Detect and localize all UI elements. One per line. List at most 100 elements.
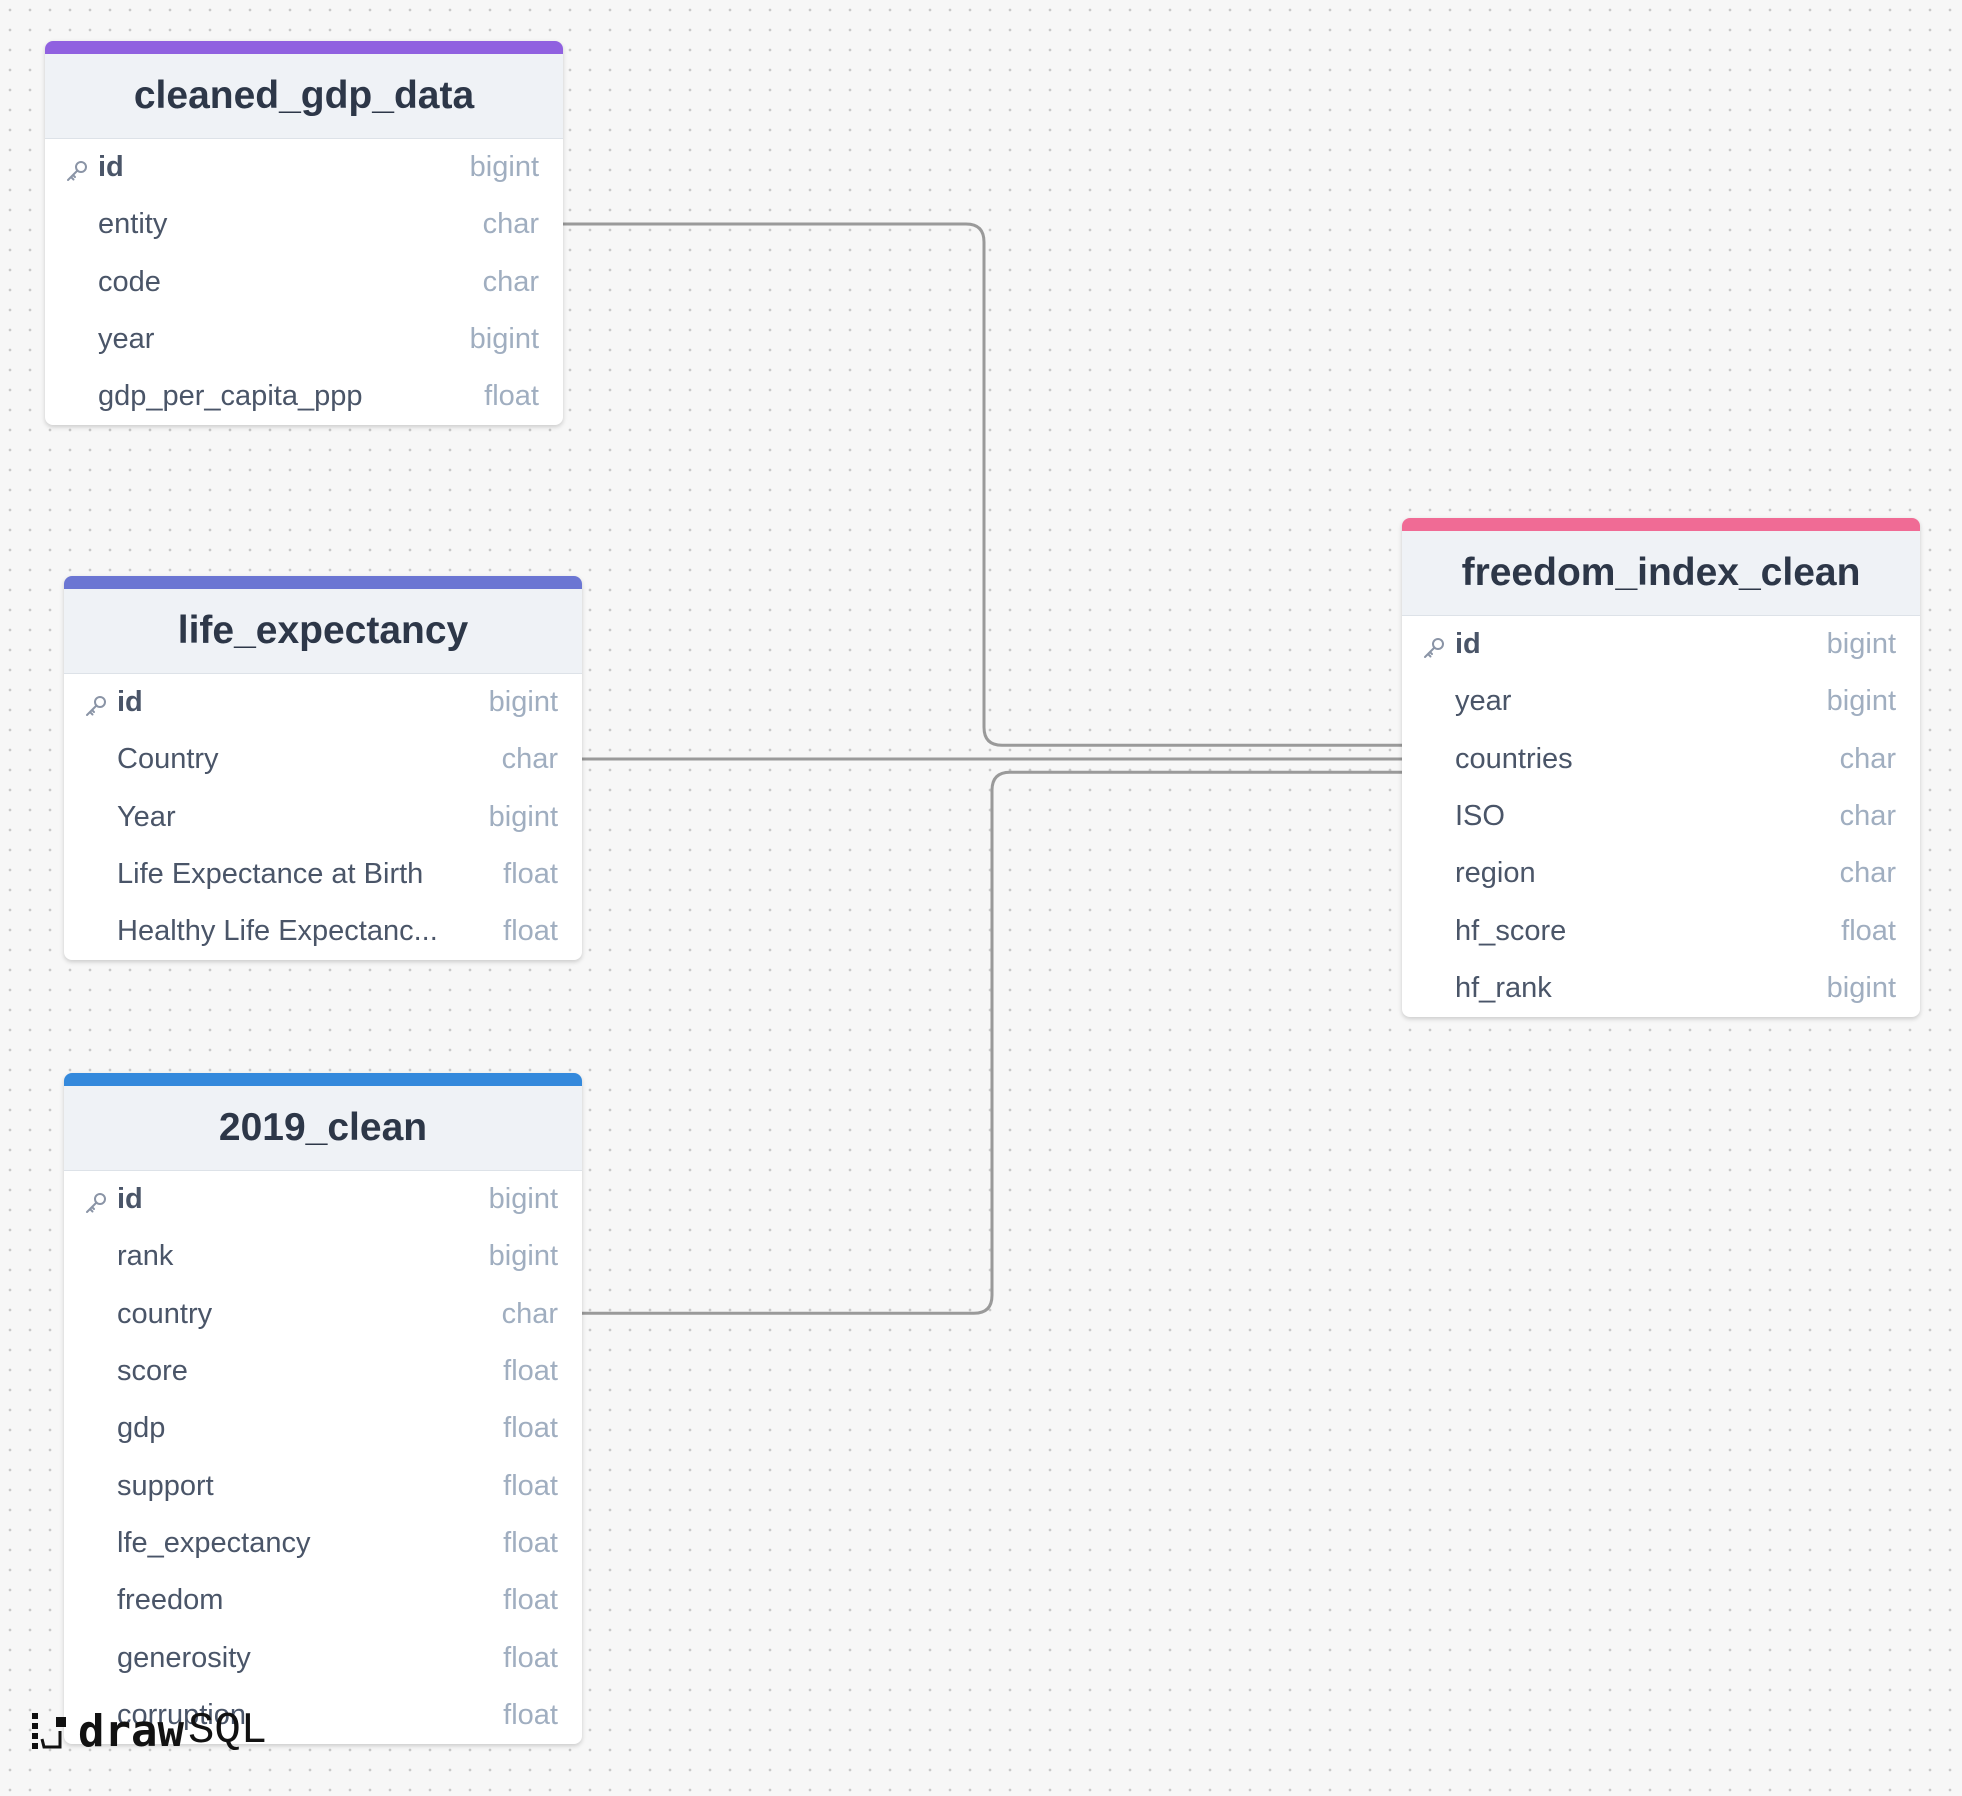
column-row-id[interactable]: id bigint bbox=[45, 139, 563, 196]
column-type: float bbox=[503, 1469, 558, 1502]
column-row-code[interactable]: code char bbox=[45, 254, 563, 311]
column-type: float bbox=[503, 1584, 558, 1617]
column-type: char bbox=[1839, 800, 1896, 833]
column-name: id bbox=[1455, 628, 1481, 661]
table-name: 2019_clean bbox=[218, 1106, 428, 1149]
column-type: bigint bbox=[488, 686, 558, 719]
column-name: year bbox=[1455, 685, 1512, 718]
brand-name-light: SQL bbox=[187, 1706, 268, 1756]
column-row-entity[interactable]: entity char bbox=[45, 196, 563, 253]
column-name: rank bbox=[117, 1240, 174, 1273]
column-type: bigint bbox=[1826, 685, 1896, 718]
column-name: Year bbox=[117, 800, 176, 833]
column-row-year[interactable]: year bigint bbox=[1402, 673, 1920, 730]
column-type: bigint bbox=[1826, 971, 1896, 1004]
column-type: float bbox=[503, 1641, 558, 1674]
column-row-rank[interactable]: rank bigint bbox=[64, 1228, 582, 1285]
table-header[interactable]: life_expectancy bbox=[64, 589, 582, 674]
column-name: id bbox=[98, 151, 124, 184]
column-row-score[interactable]: score float bbox=[64, 1343, 582, 1400]
column-row-id[interactable]: id bigint bbox=[64, 674, 582, 731]
column-type: char bbox=[501, 743, 558, 776]
column-type: bigint bbox=[488, 1183, 558, 1216]
column-name: code bbox=[98, 265, 161, 298]
table-color-bar bbox=[64, 1073, 582, 1086]
column-type: bigint bbox=[488, 800, 558, 833]
column-row-life-expectance-at-birth[interactable]: Life Expectance at Birth float bbox=[64, 846, 582, 903]
column-type: float bbox=[484, 380, 539, 413]
table-name: life_expectancy bbox=[177, 609, 469, 652]
column-row-gdp-per-capita-ppp[interactable]: gdp_per_capita_ppp float bbox=[45, 368, 563, 425]
column-type: bigint bbox=[488, 1240, 558, 1273]
column-row-freedom[interactable]: freedom float bbox=[64, 1572, 582, 1629]
column-type: float bbox=[503, 915, 558, 948]
column-name: country bbox=[117, 1297, 213, 1330]
column-type: char bbox=[1839, 857, 1896, 890]
table-color-bar bbox=[1402, 518, 1920, 531]
column-name: support bbox=[117, 1469, 214, 1502]
primary-key-icon bbox=[1422, 636, 1446, 660]
column-row-iso[interactable]: ISO char bbox=[1402, 788, 1920, 845]
relationship-cleaned-gdp-data-entity-to-freedom-index-clean[interactable] bbox=[563, 222, 1402, 747]
column-name: score bbox=[117, 1355, 188, 1388]
column-name: gdp bbox=[117, 1412, 166, 1445]
column-row-region[interactable]: region char bbox=[1402, 845, 1920, 902]
column-type: float bbox=[503, 858, 558, 891]
column-row-hf-score[interactable]: hf_score float bbox=[1402, 902, 1920, 959]
column-name: lfe_expectancy bbox=[117, 1526, 311, 1559]
column-type: float bbox=[503, 1526, 558, 1559]
column-row-generosity[interactable]: generosity float bbox=[64, 1629, 582, 1686]
column-name: generosity bbox=[117, 1641, 251, 1674]
column-type: float bbox=[503, 1698, 558, 1731]
column-type: char bbox=[482, 208, 539, 241]
column-row-support[interactable]: support float bbox=[64, 1457, 582, 1514]
table-color-bar bbox=[64, 576, 582, 589]
column-type: float bbox=[1841, 914, 1896, 947]
column-row-lfe-expectancy[interactable]: lfe_expectancy float bbox=[64, 1515, 582, 1572]
column-name: gdp_per_capita_ppp bbox=[98, 380, 363, 413]
column-name: region bbox=[1455, 857, 1536, 890]
column-name: entity bbox=[98, 208, 168, 241]
table-name: cleaned_gdp_data bbox=[133, 74, 475, 117]
column-name: ISO bbox=[1455, 800, 1505, 833]
column-name: hf_score bbox=[1455, 914, 1567, 947]
column-type: char bbox=[482, 265, 539, 298]
column-row-healthy-life-expectanc[interactable]: Healthy Life Expectanc... float bbox=[64, 903, 582, 960]
primary-key-icon bbox=[84, 1191, 108, 1215]
column-name: id bbox=[117, 686, 143, 719]
column-row-countries[interactable]: countries char bbox=[1402, 731, 1920, 788]
column-type: char bbox=[1839, 742, 1896, 775]
table-header[interactable]: freedom_index_clean bbox=[1402, 531, 1920, 616]
drawsql-logo: draw SQL bbox=[30, 1706, 268, 1757]
column-name: countries bbox=[1455, 742, 1573, 775]
column-type: char bbox=[501, 1297, 558, 1330]
column-name: Life Expectance at Birth bbox=[117, 858, 424, 891]
table-header[interactable]: cleaned_gdp_data bbox=[45, 54, 563, 139]
column-row-id[interactable]: id bigint bbox=[64, 1171, 582, 1228]
table-name: freedom_index_clean bbox=[1461, 551, 1861, 594]
relationship-2019-clean-country-to-freedom-index-clean[interactable] bbox=[582, 770, 1402, 1315]
column-type: float bbox=[503, 1355, 558, 1388]
column-name: Healthy Life Expectanc... bbox=[117, 915, 438, 948]
column-row-country[interactable]: Country char bbox=[64, 731, 582, 788]
column-name: hf_rank bbox=[1455, 971, 1552, 1004]
drawsql-logo-icon bbox=[32, 1713, 66, 1749]
column-row-hf-rank[interactable]: hf_rank bigint bbox=[1402, 960, 1920, 1017]
column-name: freedom bbox=[117, 1584, 224, 1617]
column-name: id bbox=[117, 1183, 143, 1216]
column-row-year[interactable]: Year bigint bbox=[64, 789, 582, 846]
column-row-country[interactable]: country char bbox=[64, 1286, 582, 1343]
column-type: bigint bbox=[469, 151, 539, 184]
table-header[interactable]: 2019_clean bbox=[64, 1086, 582, 1171]
column-name: Country bbox=[117, 743, 219, 776]
column-name: year bbox=[98, 323, 155, 356]
